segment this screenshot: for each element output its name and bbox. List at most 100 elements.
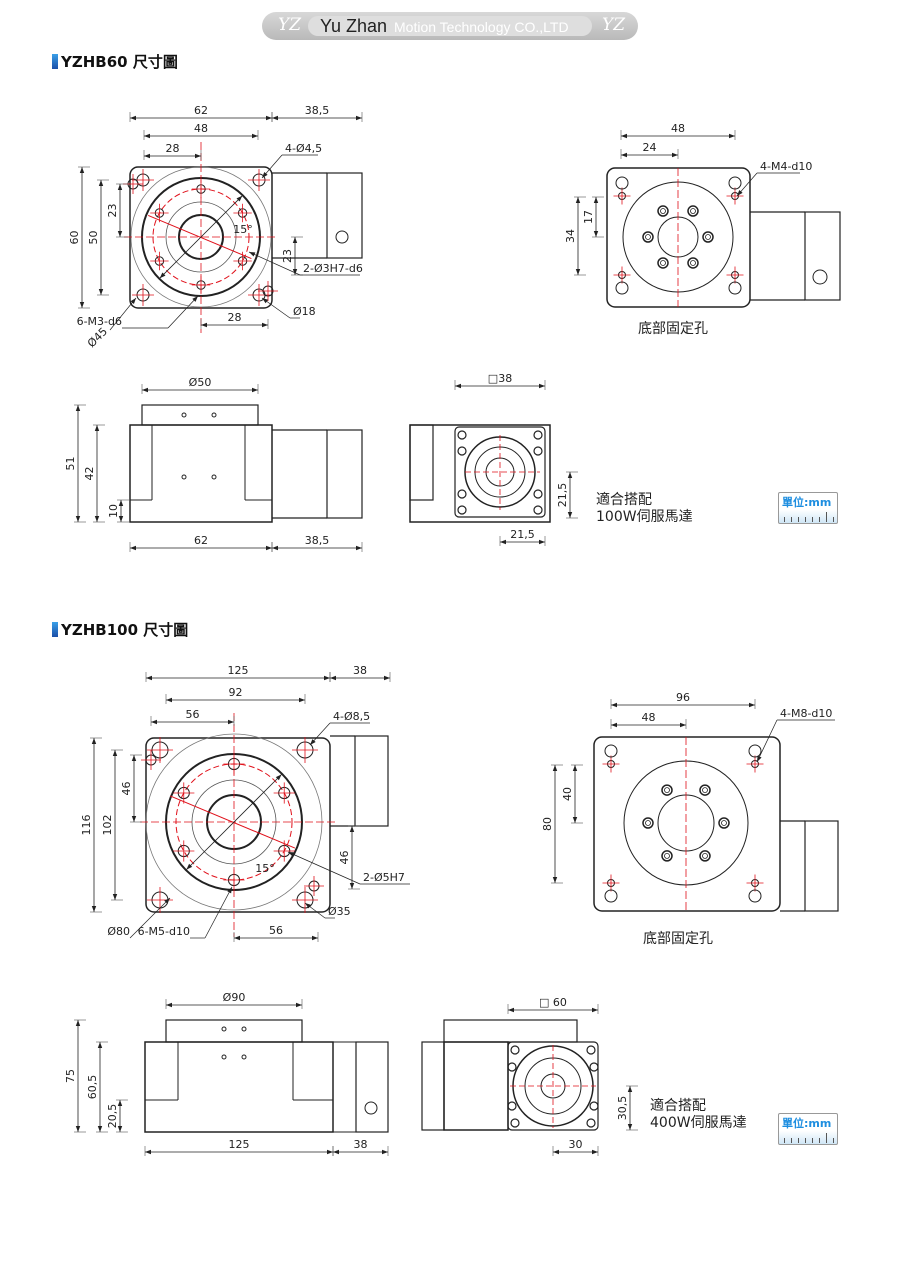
arrowhead bbox=[166, 1002, 172, 1008]
logo-left: YZ bbox=[278, 15, 302, 35]
motor-note: 適合搭配 100W伺服馬達 bbox=[596, 492, 693, 526]
flange-bolt bbox=[510, 1118, 520, 1128]
motor-note-line2: 100W伺服馬達 bbox=[596, 509, 693, 525]
dimension-label: 4-M4-d10 bbox=[760, 160, 812, 173]
flange-bolt bbox=[533, 430, 543, 440]
arrowhead bbox=[305, 903, 312, 909]
housing-side bbox=[409, 424, 551, 523]
bottom-hole-inner bbox=[702, 787, 708, 793]
angle-line bbox=[148, 214, 252, 260]
arrowhead bbox=[98, 180, 104, 186]
arrowhead bbox=[327, 1149, 333, 1155]
unit-label: 單位:mm bbox=[782, 1117, 832, 1130]
arrowhead bbox=[144, 133, 150, 139]
arrowhead bbox=[737, 190, 743, 196]
dimension-label: 96 bbox=[676, 691, 690, 704]
dimension-label: Ø90 bbox=[223, 991, 246, 1004]
arrowhead bbox=[131, 816, 137, 822]
motor-flange-square bbox=[454, 426, 546, 518]
screw-hole bbox=[221, 1026, 227, 1032]
arrowhead bbox=[236, 195, 243, 202]
arrowhead bbox=[349, 883, 355, 889]
ruler-tick bbox=[819, 517, 820, 522]
housing-front bbox=[144, 1041, 334, 1133]
arrowhead bbox=[146, 675, 152, 681]
arrowhead bbox=[262, 322, 268, 328]
flange-bolt bbox=[533, 446, 543, 456]
housing-bottom-outline bbox=[593, 736, 781, 912]
flange-bolt bbox=[507, 1062, 517, 1072]
arrowhead bbox=[593, 197, 599, 203]
arrowhead bbox=[97, 1042, 103, 1048]
arrowhead bbox=[130, 115, 136, 121]
arrowhead bbox=[118, 516, 124, 522]
dimension-label: 30 bbox=[569, 1138, 583, 1151]
arrowhead bbox=[593, 231, 599, 237]
diameter-line bbox=[186, 774, 282, 870]
arrowhead bbox=[186, 863, 193, 870]
bottom-hole-inner bbox=[660, 208, 666, 214]
arrowhead bbox=[262, 172, 268, 178]
arrowhead bbox=[572, 765, 578, 771]
arrowhead bbox=[382, 1149, 388, 1155]
flange-bolt bbox=[510, 1045, 520, 1055]
section-title-yzhb100: YZHB100 尺寸圖 bbox=[52, 619, 188, 640]
side-motor bbox=[421, 1041, 445, 1131]
arrowhead bbox=[572, 817, 578, 823]
arrowhead bbox=[575, 197, 581, 203]
title-bar-icon bbox=[52, 622, 58, 637]
bottom-hole-inner bbox=[705, 234, 711, 240]
dimension-label: 48 bbox=[194, 122, 208, 135]
bottom-hole-inner bbox=[702, 853, 708, 859]
leader-line bbox=[109, 297, 137, 331]
bottom-hole-inner bbox=[690, 260, 696, 266]
dimension-label: 62 bbox=[194, 104, 208, 117]
ruler-tick bbox=[826, 512, 827, 522]
arrowhead bbox=[621, 152, 627, 158]
arrowhead bbox=[252, 133, 258, 139]
output-flange-front bbox=[165, 1019, 303, 1043]
arrowhead bbox=[627, 1086, 633, 1092]
arrowhead bbox=[164, 898, 170, 904]
arrowhead bbox=[508, 1007, 514, 1013]
flange-bolt bbox=[457, 505, 467, 515]
screw-hole bbox=[211, 474, 217, 480]
screw-hole bbox=[241, 1054, 247, 1060]
dimension-label: 21,5 bbox=[510, 528, 535, 541]
leader-line bbox=[129, 897, 171, 939]
dimension-label: 102 bbox=[101, 815, 114, 836]
arrowhead bbox=[333, 1149, 339, 1155]
dimension-label: 60 bbox=[68, 231, 81, 245]
arrowhead bbox=[94, 516, 100, 522]
dimension-label: 60,5 bbox=[86, 1075, 99, 1100]
screw-hole bbox=[181, 412, 187, 418]
motor-body bbox=[326, 172, 363, 259]
housing-side bbox=[443, 1041, 509, 1131]
leader-line bbox=[204, 886, 233, 939]
arrowhead bbox=[567, 512, 573, 518]
flange-bolt bbox=[589, 1062, 599, 1072]
arrowhead bbox=[130, 545, 136, 551]
dimension-label: 38 bbox=[354, 1138, 368, 1151]
arrowhead bbox=[729, 133, 735, 139]
output-flange-side bbox=[443, 1019, 578, 1043]
dimension-label: 10 bbox=[107, 504, 120, 518]
dimension-label: 42 bbox=[83, 467, 96, 481]
dimension-label: 46 bbox=[338, 851, 351, 865]
dimension-label: 20,5 bbox=[106, 1104, 119, 1129]
arrowhead bbox=[749, 702, 755, 708]
bottom-hole-inner bbox=[645, 234, 651, 240]
arrowhead bbox=[118, 500, 124, 506]
bottom-hole-inner bbox=[664, 787, 670, 793]
bottom-hole-inner bbox=[721, 820, 727, 826]
arrowhead bbox=[130, 298, 136, 305]
motor-note: 適合搭配 400W伺服馬達 bbox=[650, 1098, 747, 1132]
bottom-hole bbox=[661, 784, 673, 796]
bottom-hole-inner bbox=[645, 820, 651, 826]
arrowhead bbox=[552, 765, 558, 771]
dimension-label: 2-Ø5H7 bbox=[363, 871, 405, 884]
ruler-tick bbox=[791, 517, 792, 522]
brand-name: Yu Zhan bbox=[320, 16, 388, 36]
arrowhead bbox=[310, 739, 316, 745]
